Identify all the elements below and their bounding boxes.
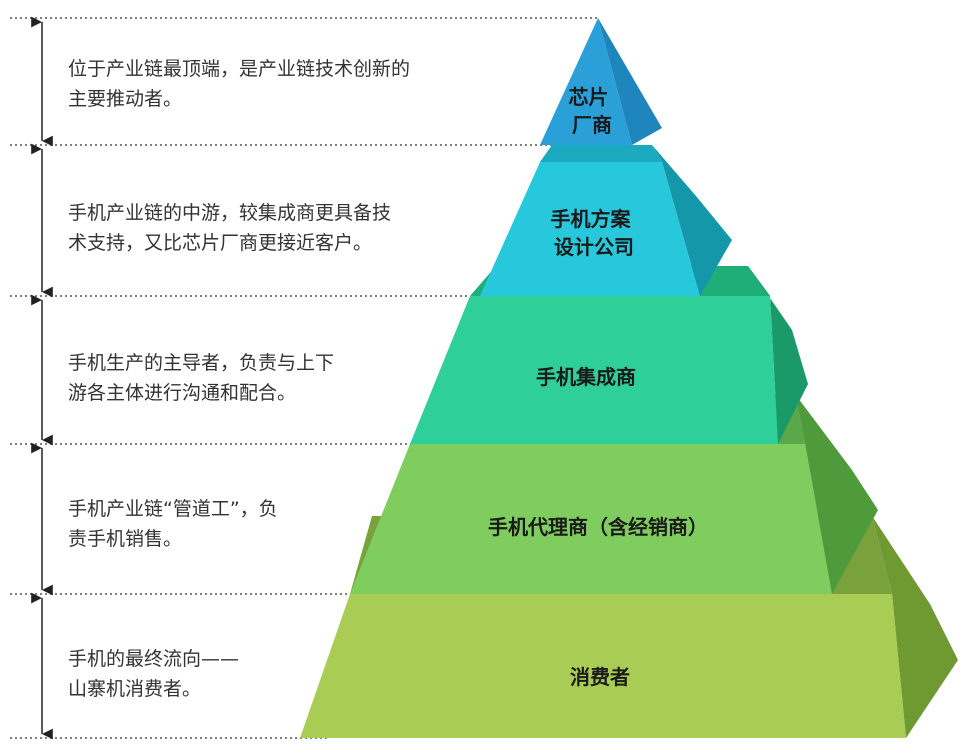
level-5-description: 手机的最终流向—— 山寨机消费者。 [68, 648, 240, 700]
pyramid-level-1 [540, 18, 662, 145]
level-2-side-face [652, 145, 732, 296]
level-3-label: 手机集成商 [536, 365, 636, 389]
level-3-front-face [410, 296, 778, 444]
level-4-label: 手机代理商（含经销商） [488, 515, 708, 539]
level-5-side-face [872, 516, 958, 738]
level-4-description: 手机产业链“管道工”，负 责手机销售。 [68, 498, 278, 550]
level-4-front-face [350, 444, 832, 594]
level-4-side-face [795, 394, 878, 594]
level-2-top-face [540, 145, 662, 162]
pyramid-level-2 [480, 145, 732, 296]
level-1-front-face [540, 18, 632, 145]
level-3-description: 手机生产的主导者，负责与上下 游各主体进行沟通和配合。 [68, 352, 335, 404]
level-1-label: 芯片 厂商 [569, 85, 616, 137]
level-2-label: 手机方案 设计公司 [551, 207, 638, 259]
level-2-front-face [480, 162, 700, 296]
level-3-side-face [748, 266, 808, 444]
level-1-description: 位于产业链最顶端，是产业链技术创新的 主要推动者。 [68, 58, 411, 110]
level-5-label: 消费者 [570, 665, 630, 689]
level-5-front-face [300, 594, 906, 738]
level-1-side-face [598, 18, 662, 145]
level-2-description: 手机产业链的中游，较集成商更具备技 术支持，又比芯片厂商更接近客户。 [68, 202, 392, 254]
